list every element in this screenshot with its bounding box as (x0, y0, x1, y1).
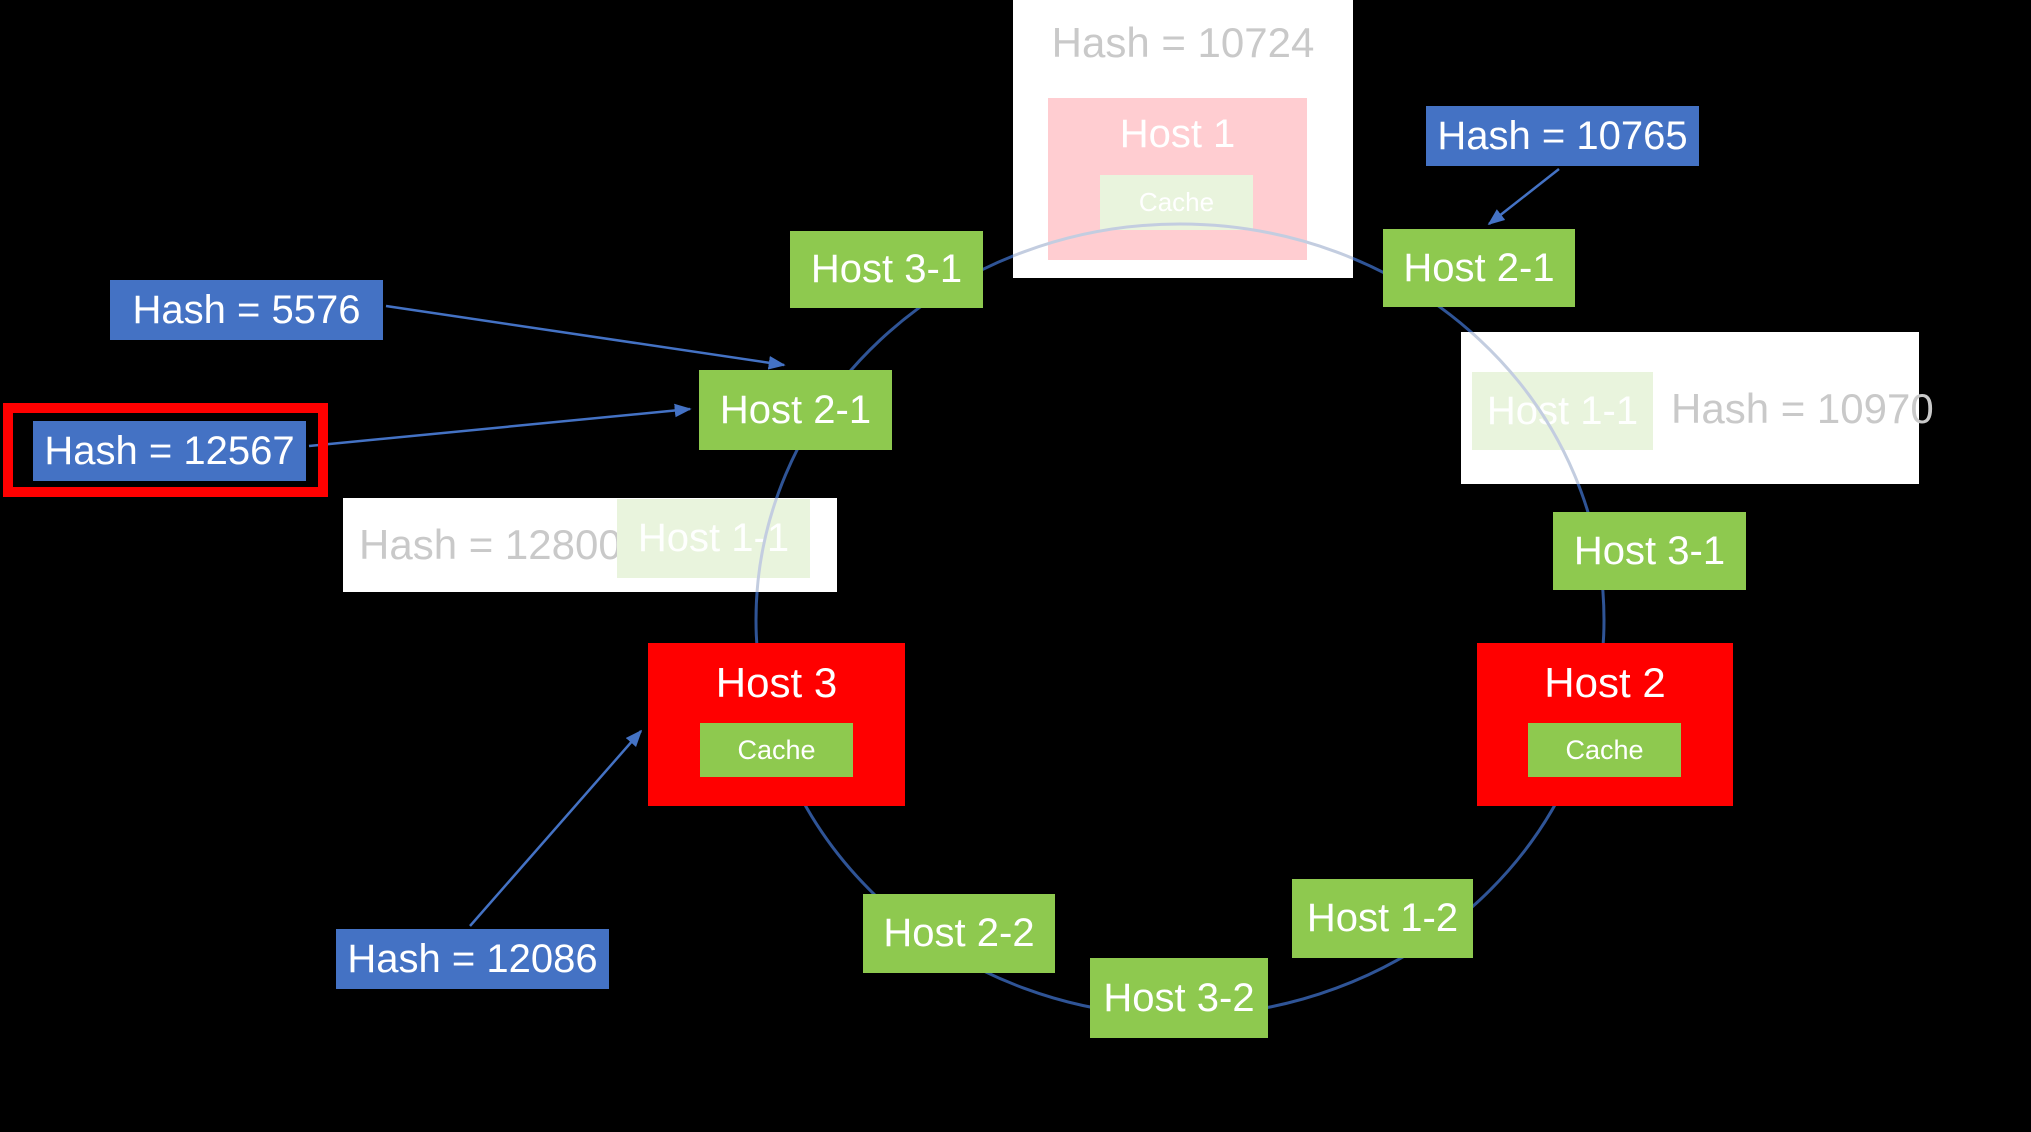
virtual-host-box-1-2: Host 1-2 (1292, 879, 1473, 958)
virtual-host-box-2-2: Host 2-2 (863, 894, 1055, 973)
cache-host-2-label: Host 2 (1544, 659, 1666, 706)
virtual-host-box-2-1-right: Host 2-1 (1383, 229, 1575, 307)
removed-hash-label-left: Hash = 12800 (359, 521, 622, 568)
removed-host1-panel-left: Hash = 12800 Host 1-1 (343, 498, 837, 592)
virtual-host-box-3-1-upper-left: Host 3-1 (790, 231, 983, 308)
virtual-host-box-3-1-right: Host 3-1 (1553, 512, 1746, 590)
removed-host1-box: Host 1 Cache (1048, 98, 1307, 260)
removed-host1-panel-right: Host 1-1 Hash = 10970 (1461, 332, 1934, 484)
cache-host-box-2: Host 2 Cache (1477, 643, 1733, 806)
virtual-host-box-2-1-left: Host 2-1 (699, 370, 892, 450)
removed-hash-label-right: Hash = 10970 (1671, 385, 1934, 432)
removed-hash-label-top: Hash = 10724 (1051, 19, 1315, 66)
hash-label-10765: Hash = 10765 (1426, 106, 1699, 166)
cache-host-3-cache-box: Cache (700, 723, 853, 777)
hash-12567-highlight-frame: Hash = 12567 (3, 403, 328, 497)
cache-host-box-3: Host 3 Cache (648, 643, 905, 806)
removed-virtual-host-box-left: Host 1-1 (617, 499, 810, 578)
removed-host1-panel-top: Hash = 10724 Host 1 Cache (1013, 0, 1353, 278)
removed-host1-label: Host 1 (1119, 112, 1236, 156)
hash-label-12567: Hash = 12567 (33, 421, 306, 481)
removed-host1-cache-box: Cache (1100, 175, 1253, 230)
hash-label-12086: Hash = 12086 (336, 929, 609, 989)
hash-label-5576: Hash = 5576 (110, 280, 383, 340)
cache-host-3-label: Host 3 (715, 659, 838, 706)
virtual-host-box-3-2: Host 3-2 (1090, 958, 1268, 1038)
removed-virtual-host-box-right: Host 1-1 (1472, 372, 1653, 450)
cache-host-2-cache-box: Cache (1528, 723, 1681, 777)
